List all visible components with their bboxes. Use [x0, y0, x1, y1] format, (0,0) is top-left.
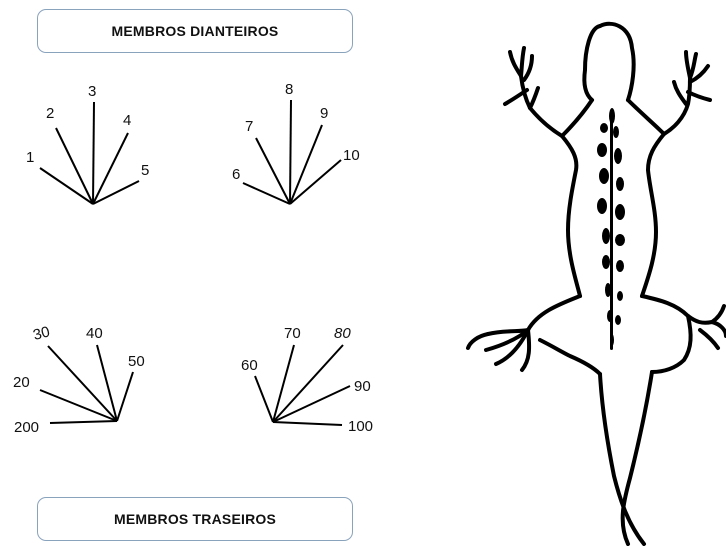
lizard-spine-markings — [597, 108, 625, 350]
lizard-head-right — [600, 24, 634, 100]
lizard-head-left — [584, 26, 600, 100]
